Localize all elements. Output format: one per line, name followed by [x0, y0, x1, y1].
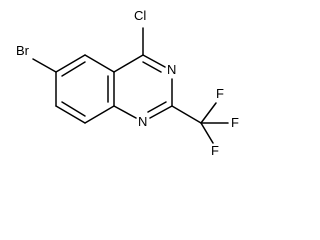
fluorine-bottom-atom-label: F: [211, 143, 219, 158]
bond-n1-c8a: [113, 105, 137, 119]
bond-c6-br: [32, 58, 57, 73]
fluorine-right-atom-label: F: [231, 115, 239, 130]
bond-cf3-f-bottom: [200, 122, 214, 144]
bond-c5-c4a: [84, 54, 115, 73]
bromine-atom-label: Br: [16, 43, 29, 58]
bond-c4-n3: [142, 54, 166, 68]
bond-drawing: [32, 27, 229, 144]
bond-c6-c5: [55, 54, 86, 73]
nitrogen-bottom-atom-label: N: [138, 114, 148, 129]
nitrogen-top-atom-label: N: [167, 62, 177, 77]
bond-double-c8-c7: [61, 101, 86, 117]
structure-diagram: Br Cl N N F F F: [16, 8, 239, 158]
bond-double-c2-n1: [147, 101, 167, 113]
bond-double-c4-n3: [142, 61, 162, 73]
bond-double-c6-c5: [61, 61, 86, 77]
bond-c2-n1: [149, 105, 173, 119]
bond-c8a-c8: [84, 105, 115, 124]
fluorine-top-atom-label: F: [216, 86, 224, 101]
bond-c8-c7: [55, 105, 86, 124]
bond-c4a-c4: [113, 54, 144, 73]
bond-cf3-f-top: [200, 102, 217, 124]
bond-c2-cf3: [171, 105, 202, 124]
chlorine-atom-label: Cl: [134, 8, 147, 23]
